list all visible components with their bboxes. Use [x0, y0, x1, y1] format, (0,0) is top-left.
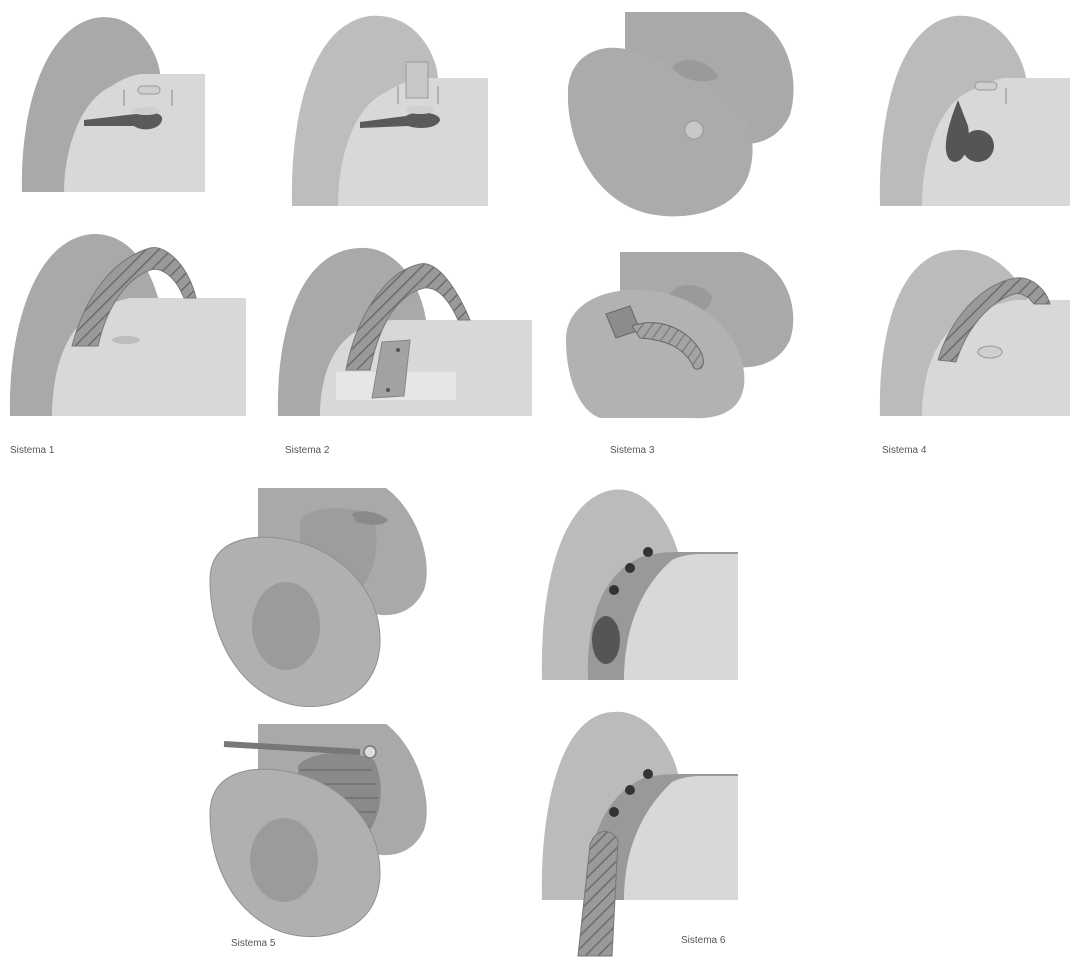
caption-system-1: Sistema 1 — [10, 445, 54, 456]
system-1-bottom-figure — [10, 234, 246, 416]
system-4-top-figure — [880, 16, 1070, 206]
system-3-bottom-figure — [566, 252, 793, 418]
system-3-top-figure — [568, 12, 794, 216]
caption-system-4: Sistema 4 — [882, 445, 926, 456]
caption-system-5: Sistema 5 — [231, 938, 275, 949]
caption-system-3: Sistema 3 — [610, 445, 654, 456]
system-2-bottom-figure — [278, 248, 532, 416]
system-4-bottom-figure — [880, 250, 1070, 416]
system-5-bottom-figure — [210, 724, 427, 937]
system-5-top-figure — [210, 488, 427, 706]
caption-system-6: Sistema 6 — [681, 935, 725, 946]
system-1-top-figure — [22, 17, 205, 192]
system-6-top-figure — [542, 489, 738, 680]
system-2-top-figure — [292, 16, 488, 206]
system-6-bottom-figure — [542, 712, 738, 956]
caption-system-2: Sistema 2 — [285, 445, 329, 456]
